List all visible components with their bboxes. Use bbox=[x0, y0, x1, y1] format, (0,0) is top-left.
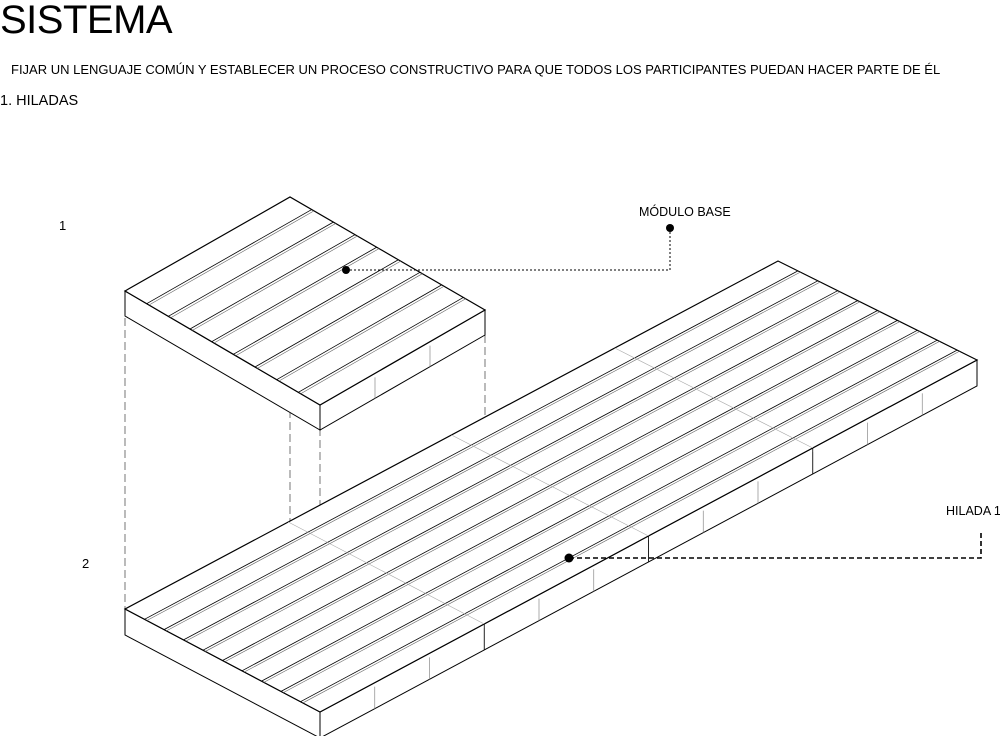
module-joint bbox=[451, 434, 649, 537]
section-heading: 1. HILADAS bbox=[0, 93, 79, 109]
pallet-slat-edge bbox=[257, 273, 423, 369]
module-joint bbox=[288, 521, 485, 625]
leader-dot bbox=[666, 224, 674, 232]
pallet-slat-edge bbox=[168, 221, 334, 317]
pallet-slat-edge bbox=[170, 223, 336, 318]
pallet-slat-edge bbox=[233, 259, 399, 355]
leader-dot bbox=[342, 266, 350, 274]
pallet-slat-edge bbox=[300, 298, 466, 394]
pallet-slat-edge bbox=[235, 260, 401, 356]
callout-hilada: HILADA 1 bbox=[946, 504, 1000, 518]
level-label-1: 1 bbox=[59, 218, 67, 233]
hilada-pallet-row bbox=[123, 260, 979, 736]
pallet-slat-edge bbox=[148, 210, 315, 306]
pallet-slat-edge bbox=[276, 284, 442, 381]
page-title: SISTEMA bbox=[0, 0, 173, 42]
pallet-slat-edge bbox=[192, 235, 358, 331]
pallet-slat-edge bbox=[298, 297, 464, 393]
pallet-slat-edge bbox=[278, 285, 445, 382]
modulo-base-pallet bbox=[123, 196, 487, 431]
module-joint bbox=[614, 347, 813, 449]
pallet-slat-edge bbox=[146, 209, 312, 305]
leader-dot bbox=[564, 553, 574, 563]
level-label-2: 2 bbox=[82, 556, 90, 571]
row-leader-line bbox=[564, 530, 982, 563]
pallet-slat-edge bbox=[211, 246, 377, 343]
pallet-top-face bbox=[123, 196, 487, 406]
pallet-slat-edge bbox=[189, 234, 356, 330]
pallet-slat-edge bbox=[213, 248, 380, 344]
callout-modulo-base: MÓDULO BASE bbox=[639, 205, 731, 219]
module-leader-line bbox=[342, 224, 674, 274]
page-subtitle: FIJAR UN LENGUAJE COMÚN Y ESTABLECER UN … bbox=[11, 62, 941, 77]
pallet-slat-edge bbox=[254, 271, 421, 368]
